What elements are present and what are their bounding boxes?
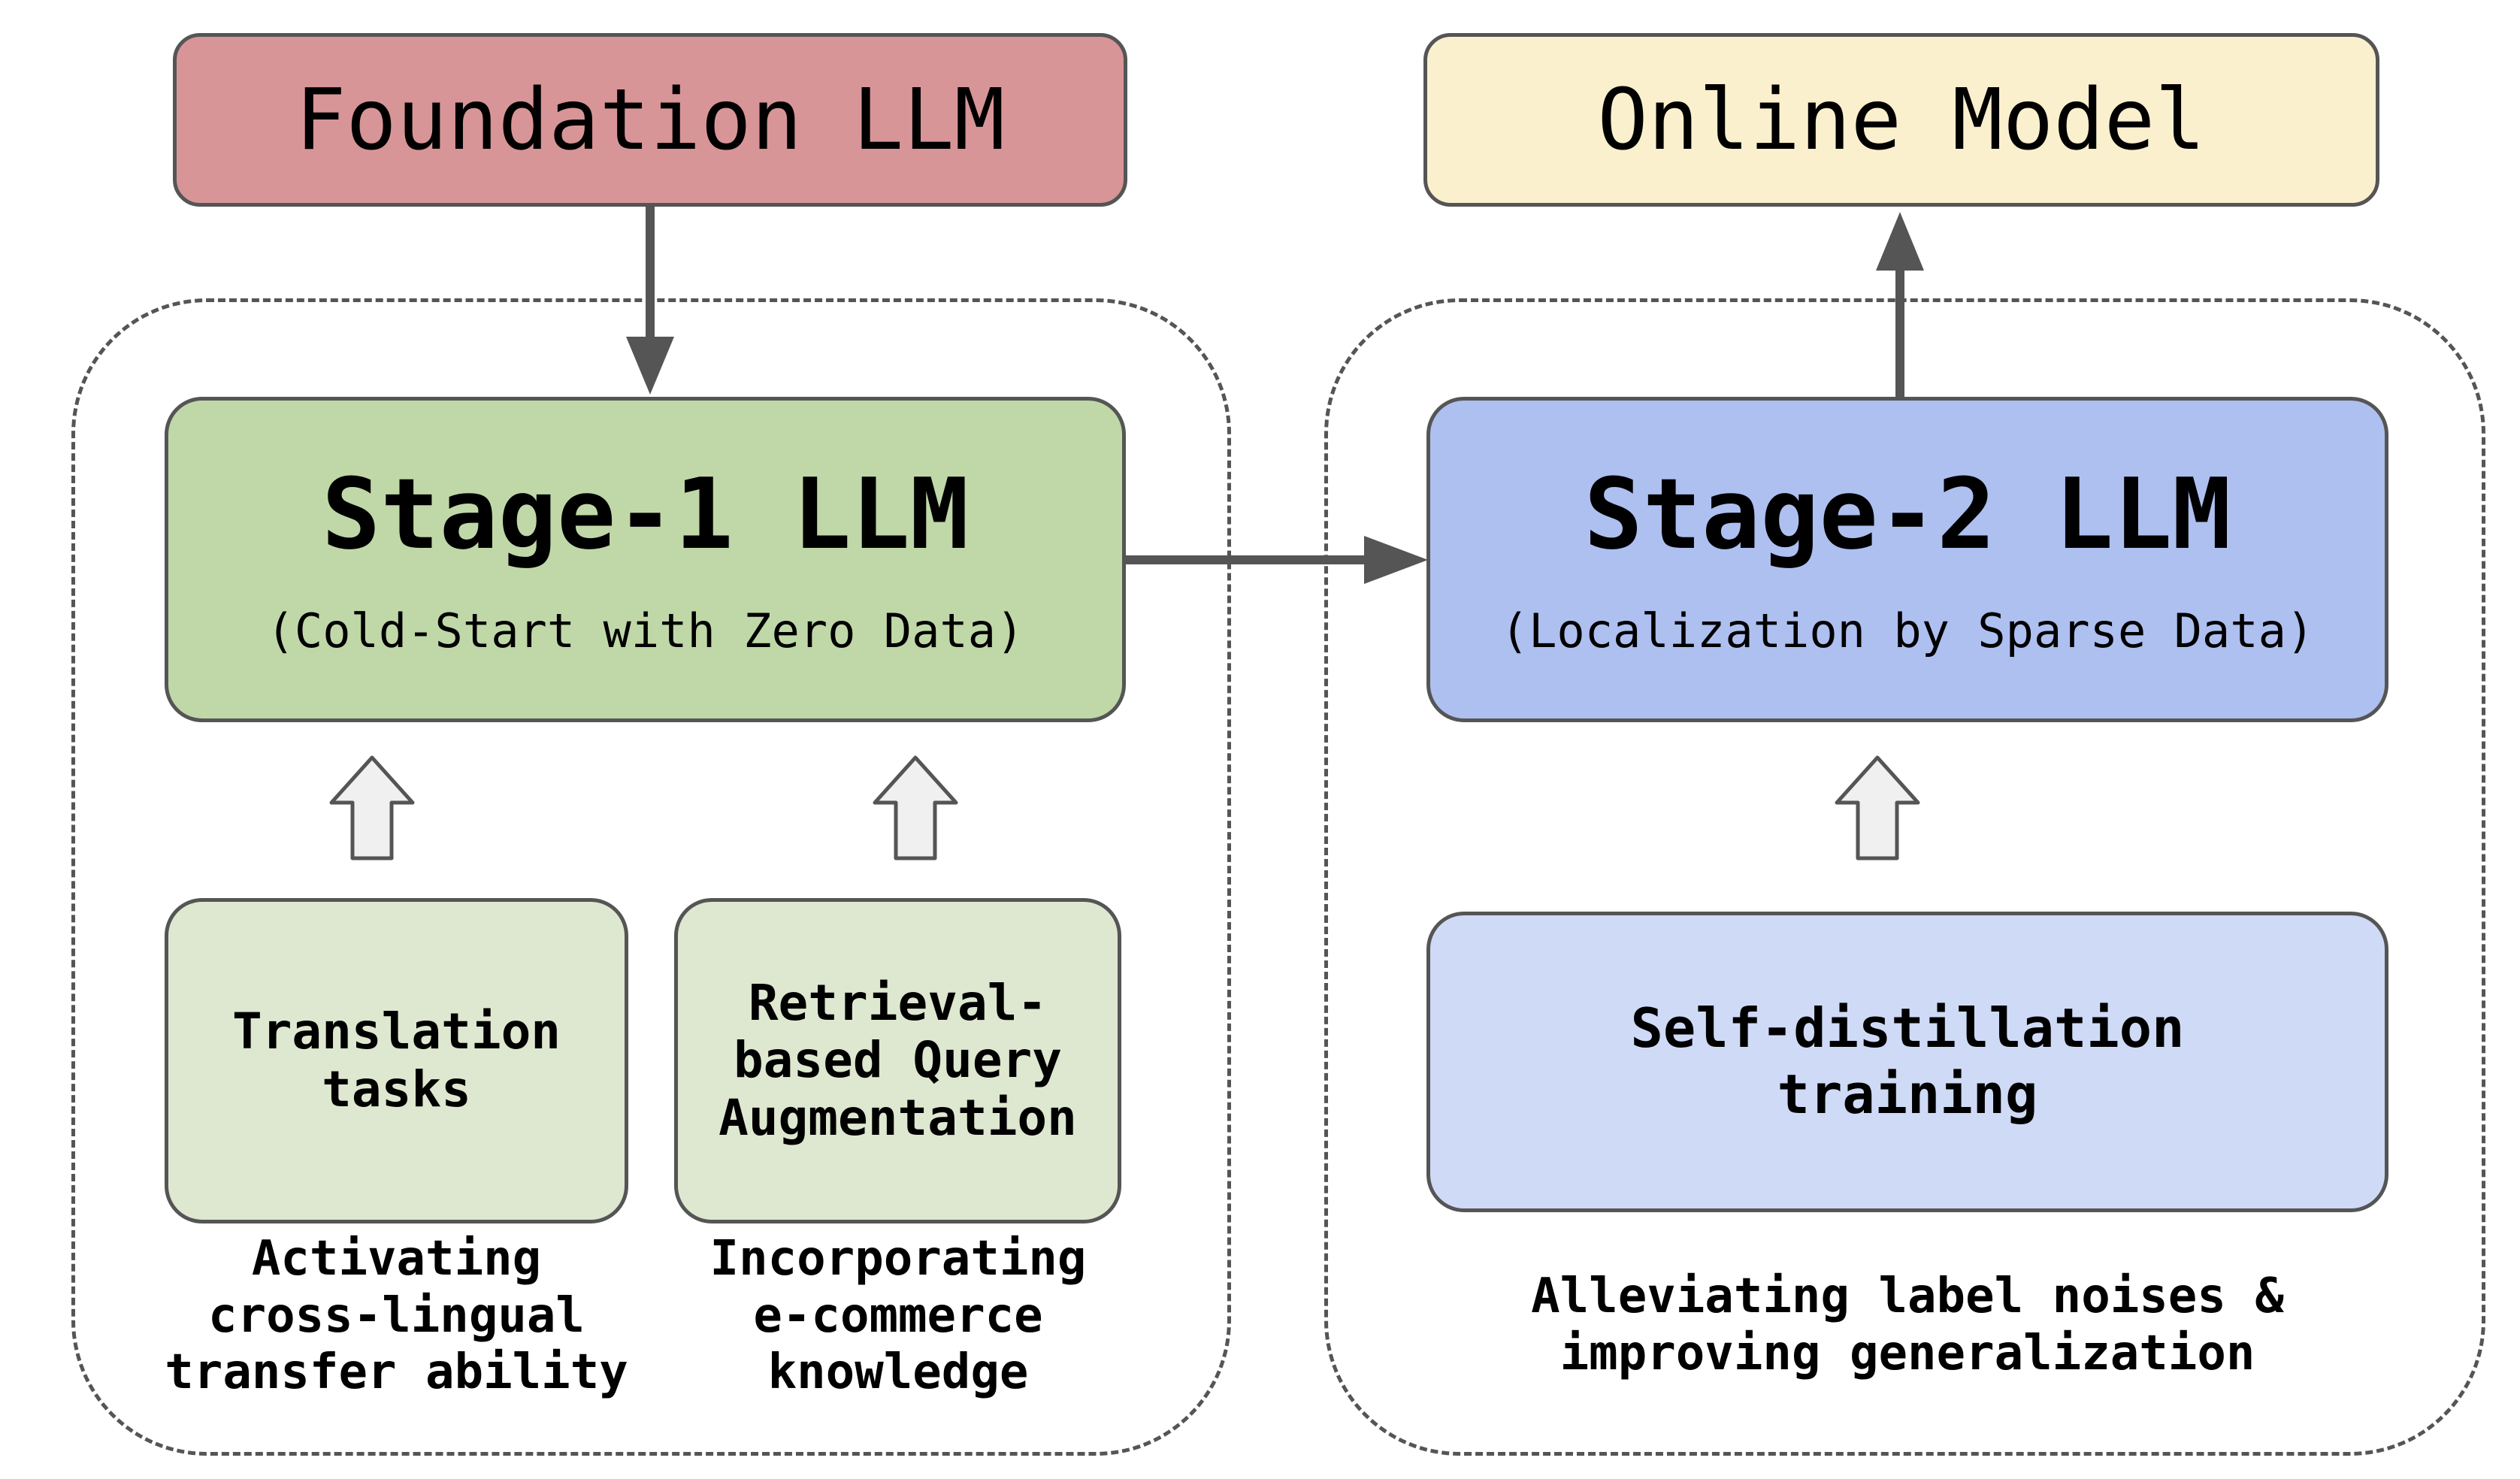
translation-caption: Activating cross-lingual transfer abilit… [165,1231,628,1401]
translation-tasks-label: Translation tasks [231,1002,561,1118]
stage1-group [71,298,1231,1456]
translation-tasks-box: Translation tasks [165,898,628,1223]
stage1-title: Stage-1 LLM [322,456,969,571]
stage1-llm-box: Stage-1 LLM (Cold-Start with Zero Data) [165,397,1126,722]
foundation-llm-box: Foundation LLM [173,33,1127,207]
online-model-box: Online Model [1423,33,2379,207]
self-distillation-label: Self-distillation training [1630,997,2185,1126]
foundation-llm-label: Foundation LLM [295,71,1005,169]
retrieval-augmentation-label: Retrieval- based Query Augmentation [718,973,1077,1147]
stage2-subtitle: (Localization by Sparse Data) [1500,603,2315,658]
stage2-llm-box: Stage-2 LLM (Localization by Sparse Data… [1426,397,2388,722]
stage2-title: Stage-2 LLM [1584,456,2231,571]
retrieval-augmentation-box: Retrieval- based Query Augmentation [674,898,1121,1223]
self-distillation-caption: Alleviating label noises & improving gen… [1531,1269,2284,1381]
stage2-group [1324,298,2485,1456]
self-distillation-box: Self-distillation training [1426,912,2388,1212]
stage1-subtitle: (Cold-Start with Zero Data) [266,603,1024,658]
retrieval-caption: Incorporating e-commerce knowledge [709,1231,1087,1401]
online-model-label: Online Model [1597,71,2206,169]
